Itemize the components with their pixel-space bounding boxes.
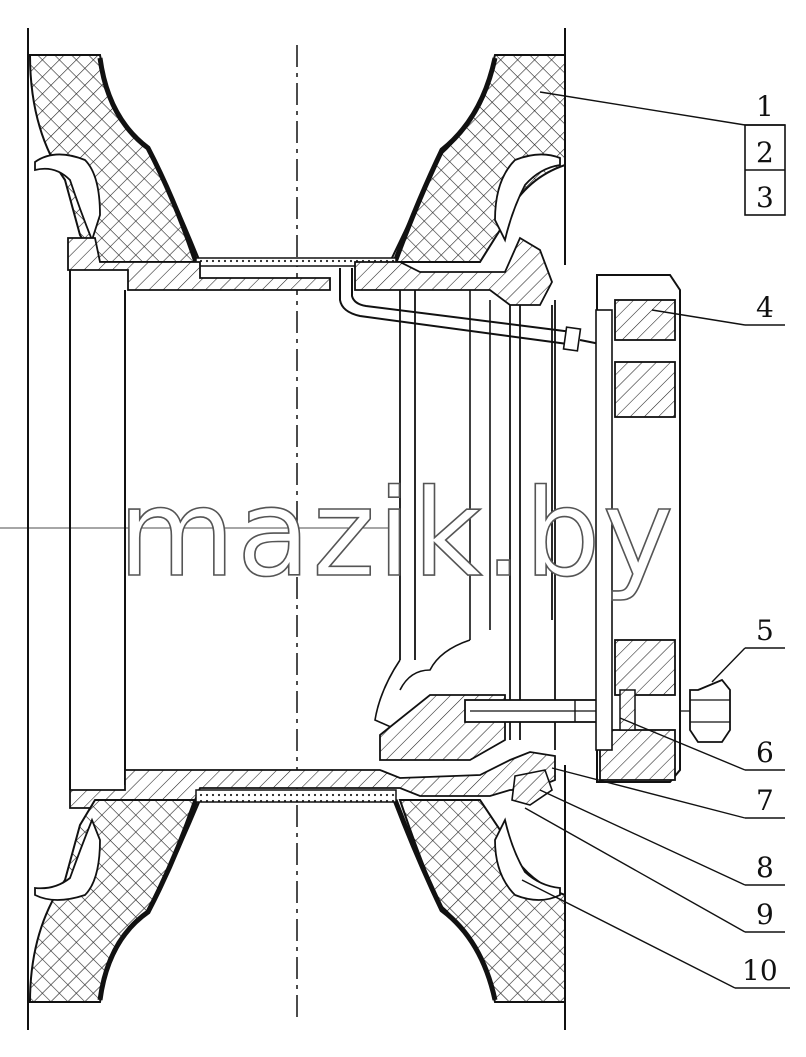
callout-2: 2 [756, 136, 774, 169]
callout-5: 5 [756, 614, 774, 647]
nut [689, 678, 731, 743]
callout-3: 3 [756, 181, 774, 214]
watermark: mazik.by [118, 465, 676, 604]
rim-bottom [69, 751, 556, 809]
callout-1: 1 [756, 90, 774, 123]
callout-8: 8 [756, 851, 774, 884]
tire-top [28, 54, 566, 267]
callout-4: 4 [756, 291, 774, 324]
callout-9: 9 [756, 898, 774, 931]
callout-7: 7 [756, 784, 774, 817]
valve-stem [339, 268, 601, 352]
rim-top [67, 236, 553, 306]
disc-ring [595, 274, 681, 783]
rim-body [69, 270, 556, 790]
callouts: 1 2 3 4 5 6 7 8 9 10 [742, 90, 778, 987]
tire-bottom [28, 789, 566, 1003]
inner-tube-bottom [195, 789, 397, 803]
callout-6: 6 [756, 736, 774, 769]
hub-section [379, 694, 730, 761]
callout-10: 10 [742, 954, 778, 987]
leader-lines [521, 91, 790, 989]
